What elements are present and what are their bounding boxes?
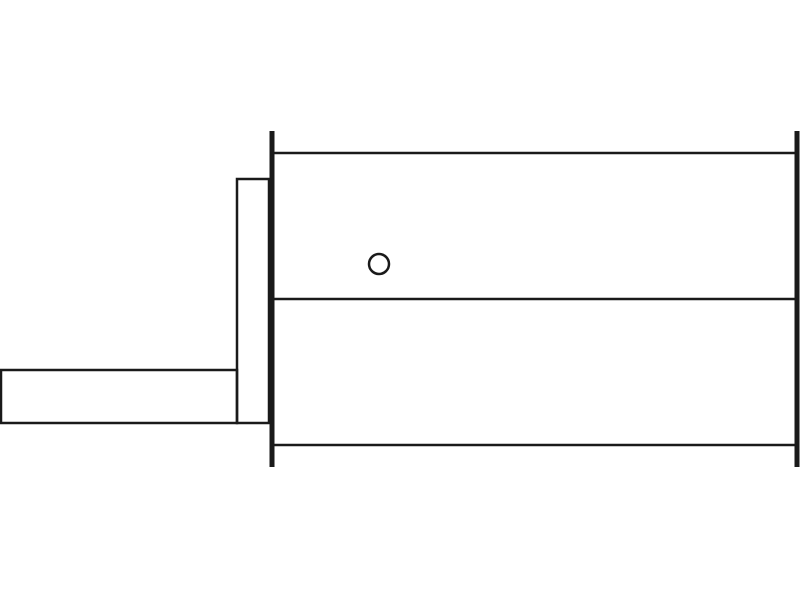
drain-hole [367, 252, 391, 276]
mounting-bracket [235, 177, 271, 425]
inlet-pipe [0, 368, 239, 425]
